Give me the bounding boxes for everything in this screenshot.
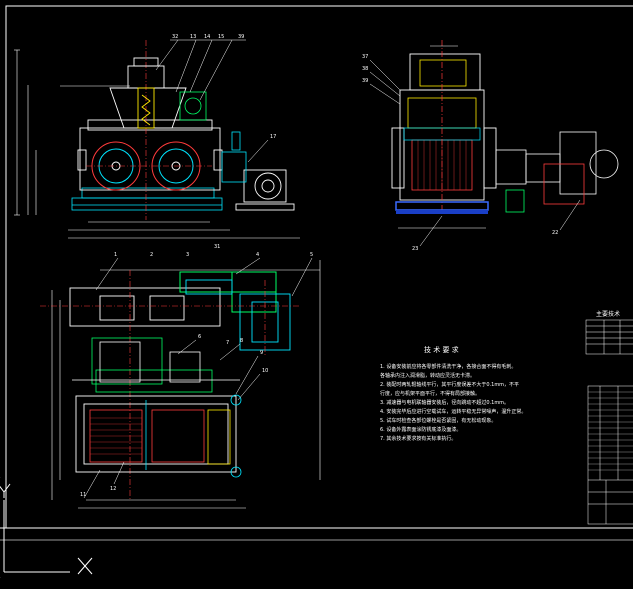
drawing-frame	[0, 5, 633, 541]
ucs-x-label: X	[0, 577, 1, 579]
leader-label: 17	[270, 134, 276, 140]
leader-label: 12	[110, 486, 116, 492]
requirement-line: 7. 其余技术要求按有关标准执行。	[380, 435, 456, 442]
title-block: 主要技术	[585, 310, 633, 525]
leader-label: 31	[214, 244, 220, 250]
leader-label: 14	[204, 34, 210, 40]
leader-label: 2	[150, 252, 153, 258]
ucs-axes-icon	[0, 483, 93, 575]
plan-view: 1 2 3 4 5 6 7 8 9 10 11 12	[40, 252, 321, 509]
front-view: 32 13 14 15 39 17 31	[14, 34, 300, 250]
requirement-line: 3. 减速器与电机联轴器安装后，径向跳动不超过0.1mm。	[380, 399, 509, 406]
requirement-line: 各轴承内注入润滑脂，转动应灵活无卡滞。	[380, 372, 475, 379]
spec-table-heading: 主要技术	[596, 310, 620, 318]
requirements-heading: 技 术 要 求	[424, 345, 459, 354]
leader-label: 8	[240, 338, 243, 344]
technical-requirements: 技 术 要 求 1. 设备安装前应将各零部件清洗干净，各接合面不得有毛刺。 各轴…	[380, 345, 526, 442]
leader-label: 7	[226, 340, 229, 346]
requirement-line: 2. 装配时两轧辊轴线平行，其平行度误差不大于0.1mm，不平	[380, 381, 519, 388]
requirement-line: 6. 设备外露表面涂防锈底漆及面漆。	[380, 426, 461, 433]
leader-label: 22	[552, 230, 558, 236]
leader-label: 23	[412, 246, 418, 252]
leader-label: 38	[362, 66, 368, 72]
leader-label: 10	[262, 368, 268, 374]
requirement-line: 1. 设备安装前应将各零部件清洗干净，各接合面不得有毛刺。	[380, 363, 516, 370]
leader-label: 13	[190, 34, 196, 40]
requirement-line: 5. 试车时检查各部位螺栓是否紧固，有无松动现象。	[380, 417, 496, 424]
ucs-y-label: Y	[0, 477, 1, 479]
leader-label: 5	[310, 252, 313, 258]
side-view: 37 38 39 23 22	[362, 40, 619, 252]
leader-label: 9	[260, 350, 263, 356]
leader-label: 37	[362, 54, 368, 60]
leader-label: 11	[80, 492, 86, 498]
leader-label: 1	[114, 252, 117, 258]
leader-label: 15	[218, 34, 224, 40]
leader-label: 39	[362, 78, 368, 84]
requirement-line: 行度，应与机架平面平行，不得有局部接触。	[380, 390, 480, 397]
leader-label: 6	[198, 334, 201, 340]
leader-label: 3	[186, 252, 189, 258]
leader-label: 4	[256, 252, 259, 258]
leader-label: 39	[238, 34, 244, 40]
leader-label: 32	[172, 34, 178, 40]
requirement-line: 4. 安装完毕后应进行空载试车，运转平稳无异常噪声，温升正常。	[380, 408, 526, 415]
